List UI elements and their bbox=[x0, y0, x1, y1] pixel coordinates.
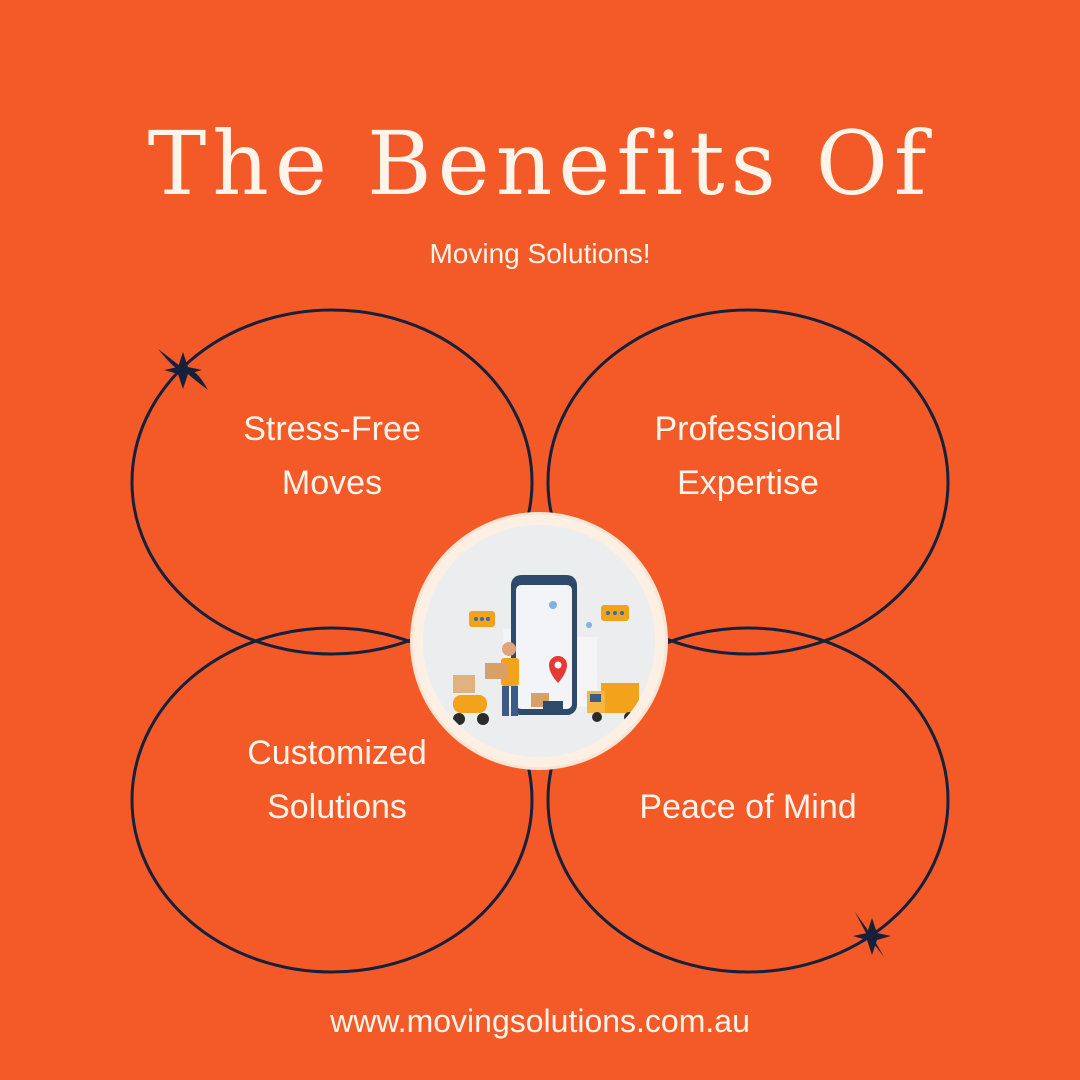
benefit-line: Moves bbox=[281, 464, 383, 502]
sparkle-icon bbox=[158, 349, 208, 390]
petal-outline-top-right bbox=[546, 308, 950, 656]
center-illustration bbox=[413, 515, 665, 767]
petal-outline-bottom-left bbox=[130, 626, 534, 974]
benefit-line: Customized bbox=[247, 734, 427, 772]
benefit-line: Solutions bbox=[267, 788, 407, 826]
sparkle-tail-icon-bottom bbox=[855, 912, 884, 957]
benefit-customized-solutions: Customized Solutions bbox=[177, 726, 497, 834]
benefit-professional-expertise: Professional Expertise bbox=[588, 402, 908, 510]
website-url[interactable]: www.movingsolutions.com.au bbox=[330, 1003, 750, 1039]
page-title: The Benefits Of bbox=[147, 112, 933, 215]
sparkle-star-icon bbox=[164, 352, 202, 389]
delivery-app-illustration-icon bbox=[423, 525, 655, 757]
benefit-peace-of-mind: Peace of Mind bbox=[588, 780, 908, 834]
benefit-line: Peace of Mind bbox=[639, 788, 857, 826]
petal-outline-top-left bbox=[130, 308, 534, 656]
benefit-line: Stress-Free bbox=[243, 410, 421, 448]
petal-outline-bottom-right bbox=[546, 626, 950, 974]
page-subtitle: Moving Solutions! bbox=[429, 238, 651, 269]
benefit-stress-free-moves: Stress-Free Moves bbox=[172, 402, 492, 510]
benefit-line: Expertise bbox=[677, 464, 819, 502]
benefit-line: Professional bbox=[654, 410, 842, 448]
